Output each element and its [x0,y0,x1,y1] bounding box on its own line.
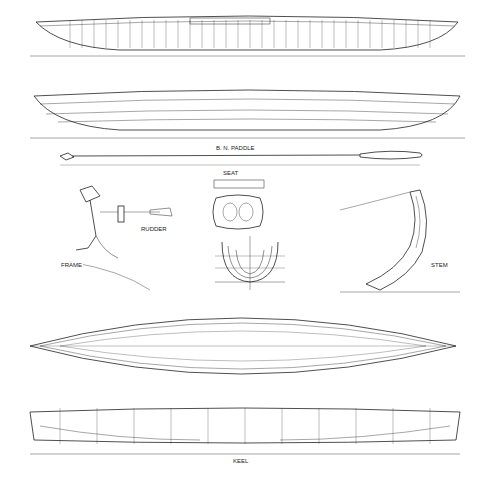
rib-stroke [166,20,167,48]
lines-profile [30,408,460,454]
rib-stroke [319,408,320,444]
rib-stroke [208,408,209,444]
rib-stroke [430,20,431,48]
rib-stroke [226,20,227,48]
inboard-profile [30,16,465,56]
rib-stroke [70,20,71,48]
rib-stroke [134,408,135,444]
rib-stroke [154,20,155,48]
plan-label: KEEL [232,458,249,465]
rib-stroke [190,20,191,48]
rib-stroke [245,408,246,444]
rib-stroke [322,20,323,48]
rib-stroke [171,408,172,444]
seat-plan [213,180,264,229]
rib-stroke [406,20,407,48]
rib-stroke [97,408,98,444]
rib-stroke [262,20,263,48]
rib-stroke [178,20,179,48]
plan-label: STEM [430,262,449,269]
rib-stroke [282,408,283,444]
plan-label: SEAT [222,170,239,177]
plan-label: RUDDER [140,226,168,233]
rib-stroke [106,20,107,48]
rib-stroke [214,20,215,48]
rib-stroke [418,20,419,48]
rib-stroke [356,408,357,444]
rib-stroke [118,20,119,48]
rib-stroke [250,20,251,48]
rib-stroke [238,20,239,48]
paddle [60,151,422,165]
rib-stroke [370,20,371,48]
rib-stroke [202,20,203,48]
rib-stroke [142,20,143,48]
rib-stroke [274,20,275,48]
outboard-profile [30,90,465,138]
plan-label: FRAME [60,262,83,269]
rib-stroke [94,20,95,48]
plan-view [30,318,456,374]
rib-stroke [130,20,131,48]
rib-stroke [286,20,287,48]
rib-stroke [382,20,383,48]
rib-stroke [358,20,359,48]
plan-label: B. N. PADDLE [215,145,256,152]
rib-stroke [310,20,311,48]
rib-stroke [394,20,395,48]
rib-stroke [298,20,299,48]
rib-stroke [60,408,61,444]
rib-stroke [430,408,431,444]
rib-stroke [334,20,335,48]
rib-stroke [82,20,83,48]
rib-stroke [346,20,347,48]
rib-stroke [393,408,394,444]
stem-detail [340,190,460,292]
rudder-fittings [70,186,172,290]
body-plan-sections [215,236,285,290]
